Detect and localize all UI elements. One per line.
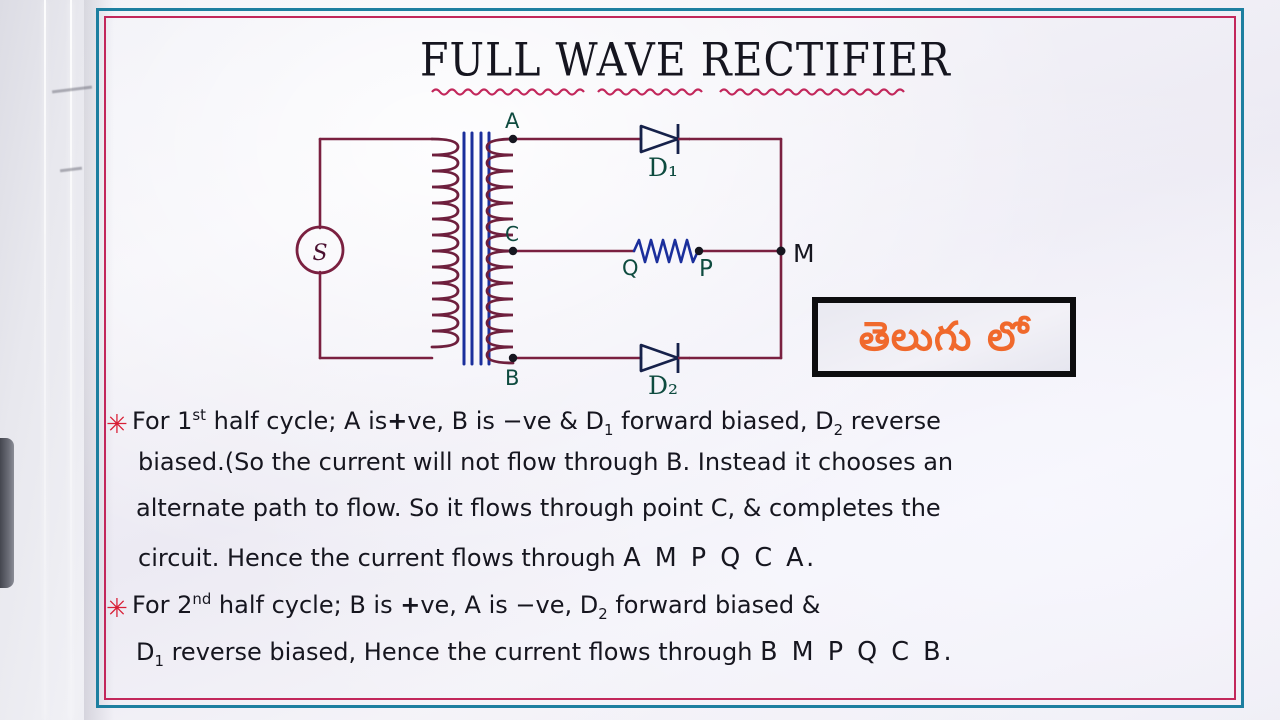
ac-source-label: S bbox=[312, 241, 327, 266]
current-path-second: B M P Q C B. bbox=[760, 636, 955, 666]
label-node-p: P bbox=[699, 256, 713, 282]
title-underline bbox=[431, 88, 905, 96]
note-line-3: alternate path to flow. So it flows thro… bbox=[106, 494, 1236, 542]
bullet-icon-1: ✳ bbox=[106, 410, 128, 440]
label-node-a: A bbox=[505, 109, 520, 133]
note-line-3-text: alternate path to flow. So it flows thro… bbox=[136, 494, 941, 522]
note-line-6: D1 reverse biased, Hence the current flo… bbox=[106, 636, 1236, 682]
bullet-icon-2: ✳ bbox=[106, 594, 128, 624]
label-node-c: C bbox=[505, 222, 519, 246]
node-dot-a bbox=[508, 134, 518, 144]
note-line-6-text: D1 reverse biased, Hence the current flo… bbox=[136, 636, 955, 670]
paper-sheet bbox=[84, 0, 1280, 720]
current-path-first: A M P Q C A. bbox=[623, 542, 818, 572]
circuit-nodes bbox=[508, 134, 786, 363]
label-node-b: B bbox=[505, 366, 519, 390]
notes-block: ✳ For 1st half cycle; A is+ve, B is −ve … bbox=[106, 404, 1236, 704]
page-title: FULL WAVE RECTIFIER bbox=[420, 33, 951, 87]
node-dot-b bbox=[508, 353, 518, 363]
label-node-m: M bbox=[793, 239, 815, 268]
paper-crease-2 bbox=[70, 0, 72, 720]
diode-d2-symbol bbox=[639, 343, 690, 373]
note-line-1: ✳ For 1st half cycle; A is+ve, B is −ve … bbox=[106, 404, 1236, 448]
note-line-4-text: circuit. Hence the current flows through… bbox=[138, 542, 818, 572]
telugu-badge-inner: తెలుగు లో bbox=[818, 303, 1070, 371]
transformer-primary-coil bbox=[430, 137, 460, 349]
telugu-badge-text: తెలుగు లో bbox=[858, 314, 1030, 360]
edge-object bbox=[0, 438, 14, 588]
node-dot-p bbox=[694, 246, 704, 256]
label-diode-d2: D₂ bbox=[648, 371, 678, 400]
label-node-q: Q bbox=[622, 256, 639, 280]
paper-crease-1 bbox=[44, 0, 46, 720]
transformer-core bbox=[462, 131, 491, 366]
note-line-2: biased.(So the current will not flow thr… bbox=[106, 448, 1236, 494]
resistor-symbol bbox=[632, 238, 700, 264]
label-diode-d1: D₁ bbox=[648, 153, 678, 182]
border-outer bbox=[96, 8, 1244, 708]
node-dot-m bbox=[776, 246, 786, 256]
node-dot-c bbox=[508, 246, 518, 256]
note-line-2-text: biased.(So the current will not flow thr… bbox=[138, 448, 954, 476]
border-inner bbox=[104, 16, 1236, 700]
note-line-1-text: For 1st half cycle; A is+ve, B is −ve & … bbox=[132, 406, 941, 439]
note-line-5-text: For 2nd half cycle; B is +ve, A is −ve, … bbox=[132, 590, 821, 623]
note-line-4: circuit. Hence the current flows through… bbox=[106, 542, 1236, 590]
page-title-text: FULL WAVE RECTIFIER bbox=[420, 33, 951, 87]
telugu-badge: తెలుగు లో bbox=[812, 297, 1076, 377]
note-line-5: ✳ For 2nd half cycle; B is +ve, A is −ve… bbox=[106, 590, 1236, 636]
diode-d1-symbol bbox=[639, 124, 690, 154]
paper-shadow bbox=[84, 0, 114, 720]
ac-source-symbol: S bbox=[295, 225, 345, 275]
